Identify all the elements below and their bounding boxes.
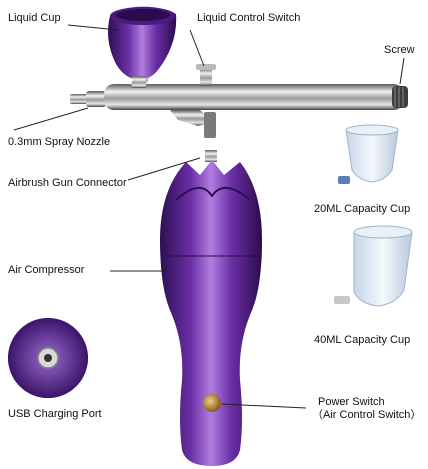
label-air-control-switch: （Air Control Switch） — [312, 409, 422, 421]
liquid-control-switch — [200, 68, 212, 86]
cup-20ml — [338, 124, 399, 184]
airbrush-gun — [70, 64, 408, 138]
spray-nozzle-tip — [70, 94, 88, 104]
screw — [392, 86, 408, 108]
spray-nozzle — [86, 91, 106, 107]
usb-port-closeup — [8, 318, 88, 398]
air-compressor-body — [160, 150, 262, 466]
gun-connector — [205, 150, 217, 162]
label-screw: Screw — [384, 44, 415, 56]
label-liquid-control-switch: Liquid Control Switch — [197, 12, 301, 24]
label-cup-20ml: 20ML Capacity Cup — [314, 203, 411, 215]
power-switch — [203, 394, 221, 412]
label-gun-connector: Airbrush Gun Connector — [8, 177, 127, 189]
label-liquid-cup: Liquid Cup — [8, 12, 61, 24]
label-spray-nozzle: 0.3mm Spray Nozzle — [8, 136, 111, 148]
gun-barrel — [104, 84, 404, 110]
label-usb-port: USB Charging Port — [8, 408, 102, 420]
label-air-compressor: Air Compressor — [8, 264, 85, 276]
gun-air-inlet — [204, 112, 216, 138]
leader-lines — [13, 24, 405, 409]
cup-40ml — [334, 225, 413, 307]
liquid-cup — [108, 6, 177, 88]
label-power-switch: Power Switch — [318, 396, 385, 408]
gun-grip-joint — [170, 110, 214, 126]
label-cup-40ml: 40ML Capacity Cup — [314, 334, 411, 346]
